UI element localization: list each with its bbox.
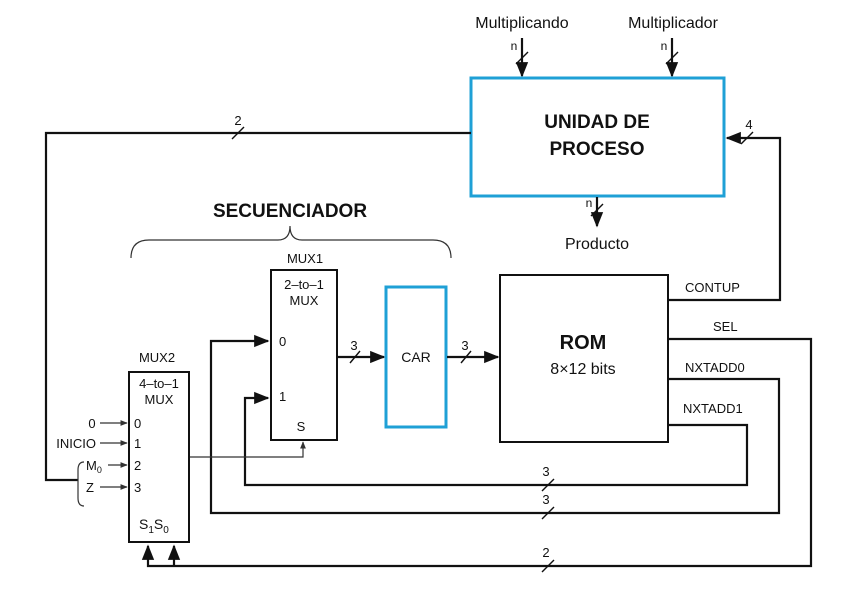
- nxtadd0-wire: [209, 334, 781, 515]
- mux1-input1-label: 1: [279, 389, 286, 404]
- car-to-rom-slash: [460, 350, 472, 364]
- sequencer-title: SECUENCIADOR: [213, 201, 367, 222]
- rom-box: [499, 274, 669, 443]
- contup-bus-slash: [740, 131, 754, 145]
- nxtadd1-wire: [243, 391, 749, 487]
- product-label: Producto: [565, 236, 629, 253]
- status-bus-width: 2: [234, 113, 241, 128]
- mux2-to-mux1-select-wire: [190, 441, 306, 458]
- processing-unit-label-line2: PROCESO: [549, 139, 644, 160]
- nxtadd1-bus-slash: [541, 478, 555, 492]
- nxtadd0-bus-width: 3: [542, 492, 549, 507]
- product-bus-slash: [590, 203, 604, 217]
- car-box: [384, 285, 448, 429]
- multiplier-width-label: n: [661, 39, 668, 53]
- rom-size: 8×12 bits: [550, 361, 615, 378]
- mux1-name: MUX1: [287, 251, 323, 266]
- status-bus-wire: [44, 131, 471, 482]
- multiplier-label: Multiplicador: [628, 15, 718, 32]
- mux2-input0-label: 0: [134, 416, 141, 431]
- processing-unit-box: [469, 76, 726, 198]
- status-bus-bracket: [77, 461, 85, 507]
- mux1-type-line2: MUX: [290, 293, 319, 308]
- contup-label: CONTUP: [685, 280, 740, 295]
- contup-bus-width: 4: [745, 117, 752, 132]
- sel-wire: [141, 337, 813, 568]
- car-label: CAR: [401, 349, 431, 365]
- mux2-box: [128, 371, 190, 543]
- multiplicand-bus-slash: [515, 51, 529, 65]
- product-width-label: n: [586, 196, 593, 210]
- mux1-select-label: S: [297, 419, 306, 434]
- nxtadd1-bus-width: 3: [542, 464, 549, 479]
- status-bus-slash: [231, 126, 245, 140]
- mux1-input0-label: 0: [279, 334, 286, 349]
- mux1-to-car-width: 3: [350, 338, 357, 353]
- contup-wire: [668, 131, 782, 302]
- multiplicand-label: Multiplicando: [475, 15, 568, 32]
- mux2-type-line2: MUX: [145, 392, 174, 407]
- car-to-rom-width: 3: [461, 338, 468, 353]
- multiplier-bus-slash: [665, 51, 679, 65]
- mux2-input2-label: 2: [134, 458, 141, 473]
- nxtadd1-label: NXTADD1: [683, 401, 743, 416]
- sel-label: SEL: [713, 319, 738, 334]
- z-label: Z: [86, 480, 94, 495]
- rom-title: ROM: [560, 332, 607, 354]
- multiplicand-width-label: n: [511, 39, 518, 53]
- mux1-box: [270, 269, 338, 441]
- inicio-label: INICIO: [56, 436, 96, 451]
- mux1-to-car-slash: [349, 350, 361, 364]
- mux2-ext-input0-label: 0: [88, 416, 95, 431]
- sel-bus-width: 2: [542, 545, 549, 560]
- mux2-select-s1: S1S0: [139, 516, 169, 536]
- m0-label: M0: [86, 458, 102, 475]
- nxtadd0-label: NXTADD0: [685, 360, 745, 375]
- mux2-type-line1: 4–to–1: [139, 376, 179, 391]
- nxtadd0-bus-slash: [541, 506, 555, 520]
- sel-bus-slash: [541, 559, 555, 573]
- processing-unit-label-line1: UNIDAD DE: [544, 112, 650, 133]
- mux2-input1-label: 1: [134, 436, 141, 451]
- sequencer-brace: [130, 225, 452, 259]
- mux2-input3-label: 3: [134, 480, 141, 495]
- mux2-name: MUX2: [139, 350, 175, 365]
- mux1-type-line1: 2–to–1: [284, 277, 324, 292]
